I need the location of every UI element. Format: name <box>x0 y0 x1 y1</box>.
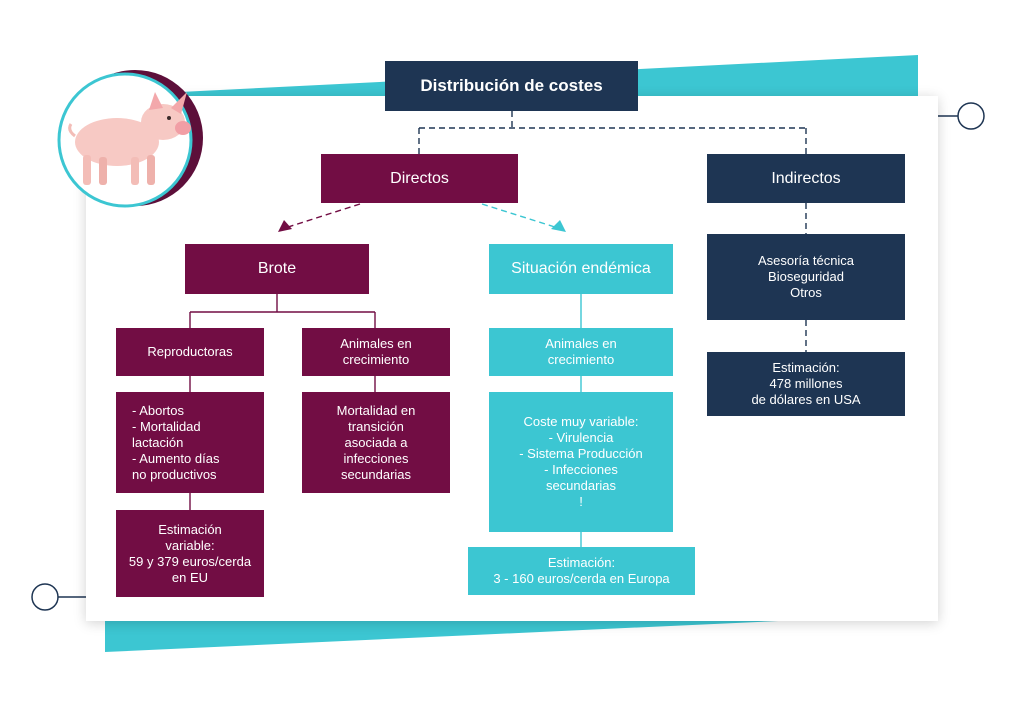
pig-illustration <box>57 70 203 208</box>
arrowhead-brote <box>278 220 292 232</box>
endemica-animales-node: Animales en crecimiento <box>489 328 673 376</box>
pig-icon <box>68 92 191 185</box>
brote-animales-detail: Mortalidad en transición asociada a infe… <box>302 392 450 493</box>
connector-circle-left <box>31 583 59 611</box>
indirectos-node: Indirectos <box>707 154 905 203</box>
indirectos-detail: Asesoría técnica Bioseguridad Otros <box>707 234 905 320</box>
connector-circle-right <box>957 102 985 130</box>
arrowhead-endemica <box>551 220 566 232</box>
endemica-estimate: Estimación: 3 - 160 euros/cerda en Europ… <box>468 547 695 595</box>
indirectos-estimate: Estimación: 478 millones de dólares en U… <box>707 352 905 416</box>
brote-animales-node: Animales en crecimiento <box>302 328 450 376</box>
reproductoras-node: Reproductoras <box>116 328 264 376</box>
brote-node: Brote <box>185 244 369 294</box>
reproductoras-detail: - Abortos - Mortalidad lactación - Aumen… <box>116 392 264 493</box>
endemica-detail: Coste muy variable: - Virulencia - Siste… <box>489 392 673 532</box>
directos-node: Directos <box>321 154 518 203</box>
endemica-node: Situación endémica <box>489 244 673 294</box>
diagram-title: Distribución de costes <box>385 61 638 111</box>
reproductoras-estimate: Estimación variable: 59 y 379 euros/cerd… <box>116 510 264 597</box>
teal-band-bottom <box>105 618 800 652</box>
